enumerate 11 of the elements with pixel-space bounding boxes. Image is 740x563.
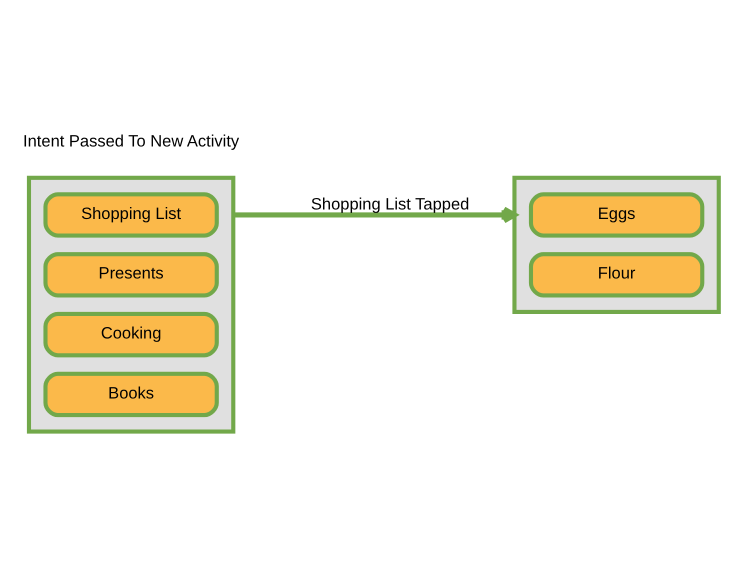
cluster [512,175,721,314]
node-box: Cooking [43,311,219,357]
node-box: Books [43,371,219,417]
arrow [233,206,518,223]
label: Intent Passed To New Activity [23,132,240,150]
edge-label: Shopping List Tapped [310,195,470,214]
cluster [26,175,236,434]
node-box: Eggs [528,192,704,238]
node-box: Shopping List [43,192,219,238]
node-box: Flour [528,252,704,297]
node-box: Presents [43,252,219,297]
